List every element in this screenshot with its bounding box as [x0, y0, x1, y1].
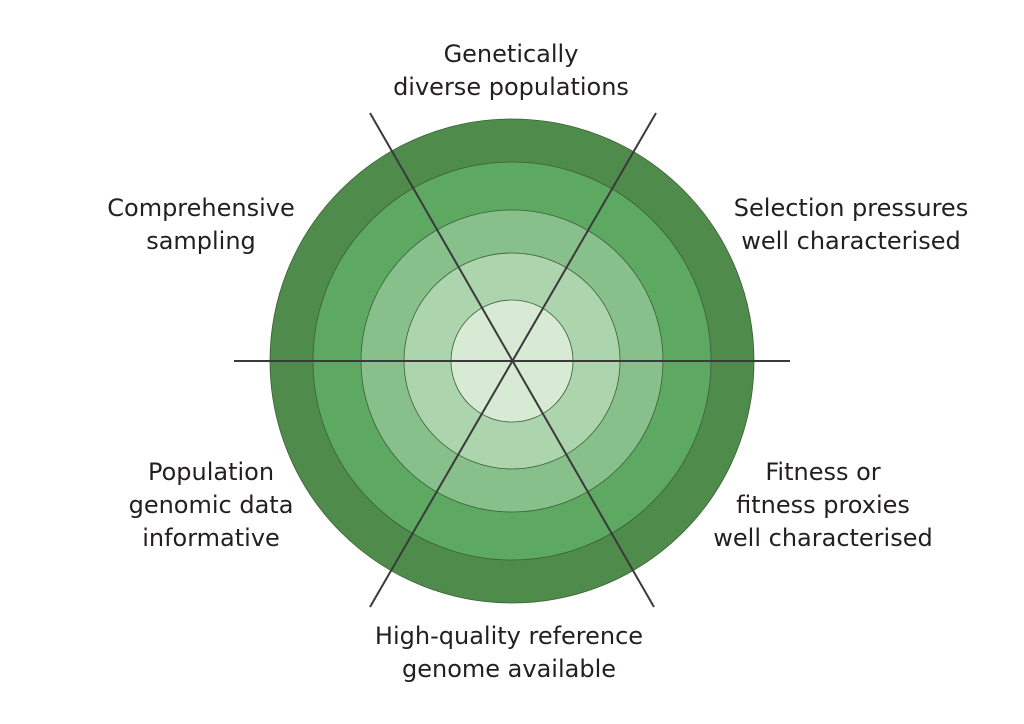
spoke-diagonal-up [369, 112, 657, 608]
label-line: fitness proxies [736, 491, 910, 519]
label-line: Population [147, 458, 275, 486]
label-selection-pressures: Selection pressures well characterised [734, 192, 968, 258]
label-line: High-quality reference [374, 622, 644, 650]
label-fitness-proxies: Fitness or fitness proxies well characte… [713, 456, 932, 555]
label-genetically-diverse-populations: Genetically diverse populations [393, 38, 629, 104]
label-line: diverse populations [393, 73, 629, 101]
label-reference-genome: High-quality reference genome available [375, 620, 643, 686]
label-line: well characterised [741, 227, 961, 255]
label-line: genomic data [128, 491, 294, 519]
label-comprehensive-sampling: Comprehensive sampling [107, 192, 295, 258]
label-population-genomic-data: Population genomic data informative [129, 456, 294, 555]
axis-spokes [234, 112, 790, 608]
label-line: Genetically [443, 40, 579, 68]
label-line: sampling [146, 227, 256, 255]
label-line: genome available [402, 655, 616, 683]
label-line: well characterised [713, 524, 933, 552]
label-line: informative [142, 524, 280, 552]
label-line: Fitness or [765, 458, 881, 486]
label-line: Comprehensive [107, 194, 295, 222]
label-line: Selection pressures [733, 194, 969, 222]
